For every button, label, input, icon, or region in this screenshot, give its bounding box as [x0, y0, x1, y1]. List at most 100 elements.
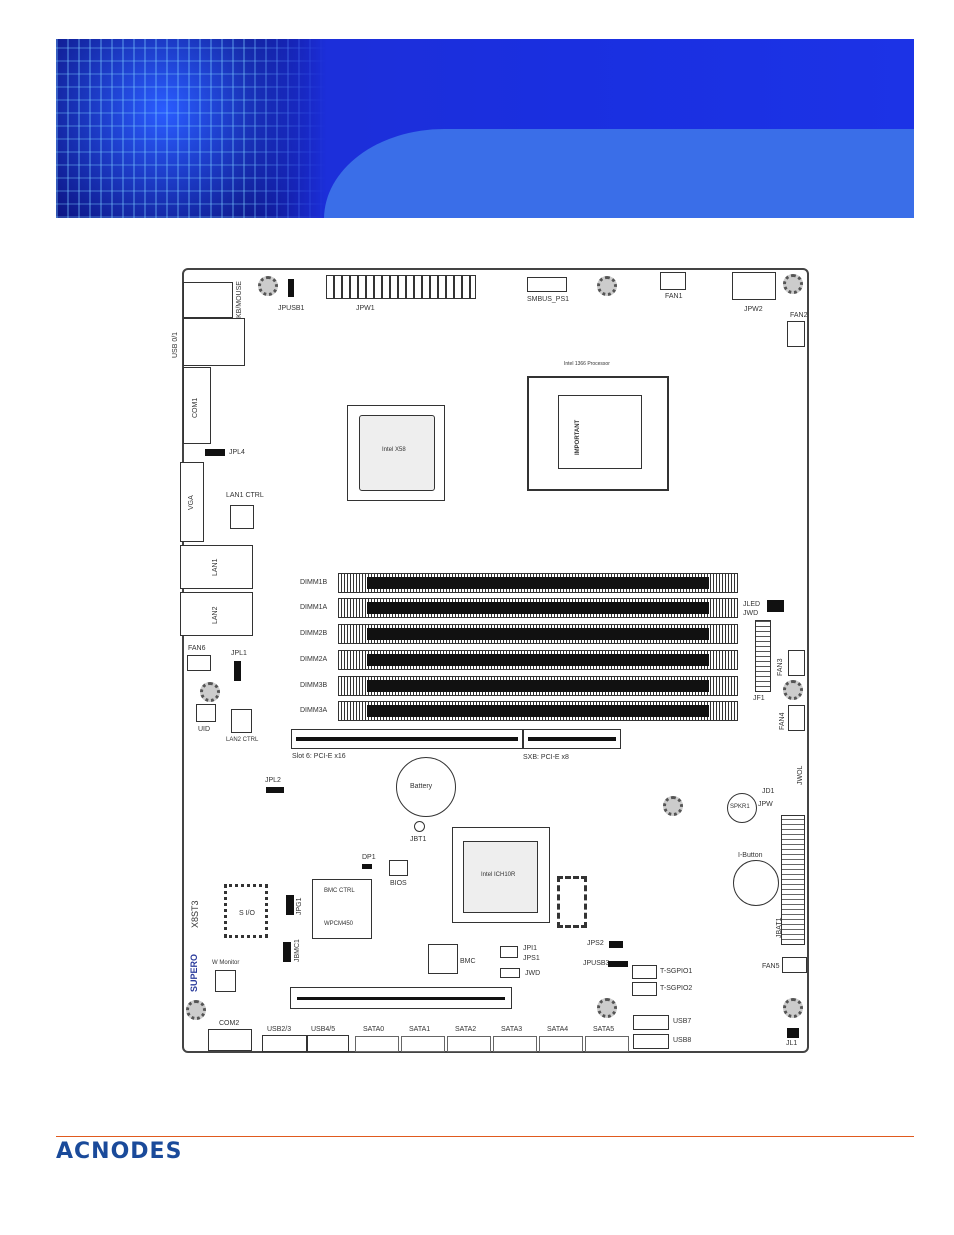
com1-port — [183, 367, 211, 444]
label-bios: BIOS — [390, 880, 407, 887]
bmc-chip — [428, 944, 458, 974]
label-kbmouse: KB/MOUSE — [236, 281, 243, 318]
sata-port — [539, 1036, 583, 1052]
lan2-ctrl-chip — [231, 709, 252, 733]
fan6-header — [187, 655, 211, 671]
mounting-hole — [783, 998, 803, 1018]
speaker — [727, 793, 757, 823]
label-sata: SATA1 — [409, 1026, 431, 1033]
sata-port — [585, 1036, 629, 1052]
label-bmc: BMC — [460, 958, 476, 965]
label-usb8: USB8 — [673, 1037, 692, 1044]
label-jpw: JPW — [758, 801, 773, 808]
label-usb01: USB 0/1 — [172, 331, 179, 358]
label-jl1: JL1 — [786, 1040, 798, 1047]
label-jled: JLED — [743, 601, 761, 608]
jled-header — [767, 600, 784, 612]
jpl4-jumper — [205, 449, 225, 456]
label-hw-monitor: W Monitor — [212, 960, 240, 966]
label-lan1: LAN1 — [212, 558, 219, 576]
label-sata: SATA4 — [547, 1026, 569, 1033]
label-jwol: JWOL — [797, 765, 804, 785]
jps2-jumper — [609, 941, 623, 948]
label-jpl1: JPL1 — [231, 650, 247, 657]
label-tsgpio1: T-SGPIO1 — [660, 968, 693, 975]
jusb1-jumper — [288, 279, 294, 297]
label-dimm: DIMM3B — [300, 682, 328, 689]
label-jpusb: JPUSB3 — [583, 960, 610, 967]
label-com1: COM1 — [192, 397, 199, 418]
label-bmc-ctrl: BMC CTRL — [324, 888, 355, 894]
jbt1-jumper — [414, 821, 425, 832]
supermicro-logo: SUPERO — [189, 953, 199, 992]
dimm-slot — [338, 624, 738, 644]
fan4-header — [788, 705, 805, 731]
label-jpi1: JPI1 — [523, 945, 538, 952]
usb7-port — [633, 1015, 669, 1030]
label-model: X8ST3 — [190, 900, 200, 928]
label-tsgpio2: T-SGPIO2 — [660, 985, 693, 992]
jwd-jumper — [500, 968, 520, 978]
label-sata: SATA3 — [501, 1026, 523, 1033]
label-com2: COM2 — [219, 1020, 240, 1027]
sata-port — [493, 1036, 537, 1052]
jf1-header — [755, 620, 771, 692]
label-vga: VGA — [188, 495, 195, 510]
motherboard-diagram — [182, 268, 809, 1053]
uid-switch — [196, 704, 216, 722]
tsgpio1-header — [632, 965, 657, 979]
dimm-slot — [338, 573, 738, 593]
label-battery: Battery — [410, 783, 433, 790]
cpu-socket-inner — [558, 395, 642, 469]
mounting-hole — [597, 998, 617, 1018]
banner-curve — [324, 129, 914, 218]
jpl2-jumper — [266, 787, 284, 793]
label-dimm: DIMM1B — [300, 579, 328, 586]
fan2-header — [787, 321, 805, 347]
label-jps1: JPS1 — [523, 955, 540, 962]
circuit-board-image — [56, 39, 326, 218]
jpg1-jumper — [286, 895, 294, 915]
label-lan2ctrl: LAN2 CTRL — [226, 737, 259, 743]
x58-die — [359, 415, 435, 491]
label-jbmc1: JBMC1 — [294, 939, 301, 962]
label-jpg1: JPG1 — [296, 897, 303, 915]
label-jd1: JD1 — [762, 788, 775, 795]
label-jpl4: JPL4 — [229, 449, 245, 456]
label-fan2: FAN2 — [790, 312, 808, 319]
label-sata: SATA0 — [363, 1026, 385, 1033]
acnodes-logo: ACNODES — [56, 1139, 183, 1164]
label-wpcm: WPCM450 — [324, 921, 354, 927]
smbus-connector — [527, 277, 567, 292]
jl1-header — [787, 1028, 799, 1038]
usb8-port — [633, 1034, 669, 1049]
label-usb23: USB2/3 — [267, 1026, 292, 1033]
label-lan1ctrl: LAN1 CTRL — [226, 492, 264, 499]
label-fan3: FAN3 — [777, 658, 784, 676]
label-ich: Intel ICH10R — [481, 872, 516, 878]
footer-rule — [56, 1136, 914, 1137]
header-banner — [56, 39, 914, 218]
label-x58: Intel X58 — [382, 447, 406, 453]
ibutton-socket — [733, 860, 779, 906]
mounting-hole — [200, 682, 220, 702]
label-jbt1: JBT1 — [410, 836, 427, 843]
label-spkr: SPKR1 — [730, 804, 750, 810]
label-dimm: DIMM2B — [300, 630, 328, 637]
hw-monitor-chip — [215, 970, 236, 992]
label-uid: UID — [198, 726, 211, 733]
dimm-slot — [338, 650, 738, 670]
mounting-hole — [258, 276, 278, 296]
ich10r-die — [463, 841, 538, 913]
com2-header — [208, 1029, 252, 1051]
floppy-header — [781, 815, 805, 945]
label-ibutton: I-Button — [738, 852, 763, 859]
label-slot5: SXB: PCI-E x8 — [523, 754, 569, 761]
sata-port — [447, 1036, 491, 1052]
lan2-port — [180, 592, 253, 636]
sata-port — [401, 1036, 445, 1052]
lan1-ctrl-chip — [230, 505, 254, 529]
sio-chip — [224, 884, 268, 938]
jpl1-jumper — [234, 661, 241, 681]
mounting-hole — [597, 276, 617, 296]
